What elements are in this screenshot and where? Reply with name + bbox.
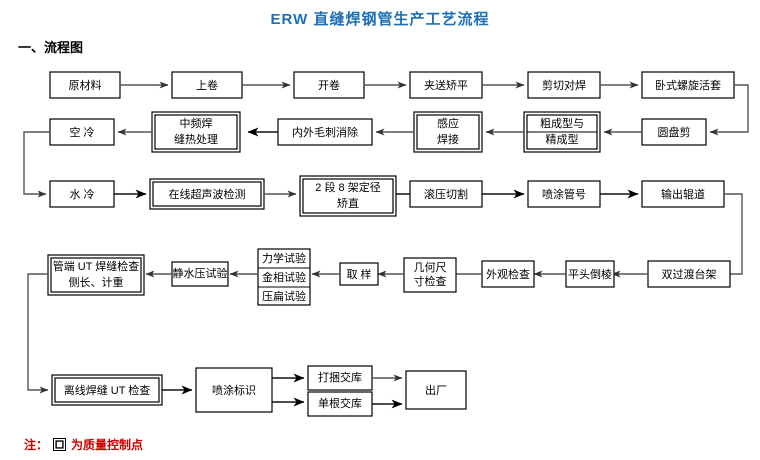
legend-prefix: 注： <box>24 438 49 452</box>
node-n14[interactable]: 在线超声波检测 <box>149 178 265 210</box>
node-n19[interactable]: 双过渡台架 <box>647 260 731 288</box>
node-n1[interactable]: 原材料 <box>49 71 121 99</box>
node-label: 取 样 <box>346 267 371 281</box>
node-n29[interactable]: 打捆交库 <box>307 365 373 391</box>
node-label: 打捆交库 <box>318 370 362 384</box>
node-n15[interactable]: 2 段 8 架定径 矫直 <box>299 175 397 217</box>
node-n6[interactable]: 卧式螺旋活套 <box>641 71 735 99</box>
node-label-line2: 侧长、计重 <box>69 275 124 289</box>
node-label: 内外毛刺消除 <box>292 125 358 139</box>
node-label: 原材料 <box>69 78 102 92</box>
node-label-line1: 管端 UT 焊缝检查 <box>53 259 140 273</box>
node-n31[interactable]: 出厂 <box>405 370 467 410</box>
legend-suffix: 为质量控制点 <box>71 438 144 452</box>
quality-control-symbol-icon <box>53 438 67 451</box>
node-n16[interactable]: 滚压切割 <box>409 180 483 208</box>
node-label: 水 冷 <box>69 188 94 201</box>
edge-n12-n13 <box>23 131 50 198</box>
node-n5[interactable]: 剪切对焊 <box>527 71 601 99</box>
node-label: 开卷 <box>318 78 340 92</box>
node-label-line1: 中频焊 <box>180 116 213 130</box>
node-n4[interactable]: 夹送矫平 <box>409 71 483 99</box>
node-cell-1: 金相试验 <box>262 270 306 284</box>
node-n23[interactable]: 取 样 <box>339 262 379 286</box>
node-label: 出厂 <box>425 383 447 397</box>
node-label: 喷涂管号 <box>542 187 586 201</box>
edge-n26-n27 <box>27 273 49 394</box>
node-label-line1: 几何尺 <box>414 261 447 274</box>
node-n22[interactable]: 几何尺 寸检查 <box>403 257 457 293</box>
node-label: 在线超声波检测 <box>169 187 246 201</box>
section-heading: 一、流程图 <box>18 40 84 55</box>
node-label-line1: 粗成型与 <box>540 116 584 130</box>
node-label-line2: 矫直 <box>337 196 359 210</box>
node-n3[interactable]: 开卷 <box>293 71 365 99</box>
node-cell-2: 压扁试验 <box>262 289 306 303</box>
node-n24[interactable]: 力学试验 金相试验 压扁试验 <box>257 248 311 306</box>
node-label-line2: 寸检查 <box>414 274 447 288</box>
node-label: 空 冷 <box>69 125 94 139</box>
edge-n6-n7 <box>709 84 749 136</box>
node-n18[interactable]: 输出辊道 <box>641 180 725 208</box>
node-label: 离线焊缝 UT 检查 <box>64 383 151 397</box>
node-n10[interactable]: 内外毛刺消除 <box>277 118 373 146</box>
node-label: 单根交库 <box>318 396 362 410</box>
node-label: 卧式螺旋活套 <box>655 78 721 92</box>
node-n28[interactable]: 喷涂标识 <box>195 367 273 413</box>
node-label: 上卷 <box>196 78 218 92</box>
node-label-line2: 焊接 <box>437 132 459 146</box>
legend-note: 注： 为质量控制点 <box>24 436 143 453</box>
node-n20[interactable]: 平头倒棱 <box>565 260 615 288</box>
node-label-line1: 感应 <box>437 116 459 130</box>
node-label: 平头倒棱 <box>568 268 612 281</box>
node-label: 剪切对焊 <box>542 78 586 92</box>
node-label-line1: 2 段 8 架定径 <box>315 180 380 194</box>
node-label-line2: 精成型 <box>546 132 579 146</box>
node-n21[interactable]: 外观检查 <box>481 260 535 288</box>
node-n25[interactable]: 静水压试验 <box>171 261 229 287</box>
node-n12[interactable]: 空 冷 <box>49 118 115 146</box>
node-label: 圆盘剪 <box>658 125 691 139</box>
node-label: 输出辊道 <box>661 187 705 201</box>
node-n8[interactable]: 粗成型与 精成型 <box>523 111 601 153</box>
node-n13[interactable]: 水 冷 <box>49 180 115 208</box>
node-label: 夹送矫平 <box>424 78 468 92</box>
node-n30[interactable]: 单根交库 <box>307 391 373 417</box>
node-label-line2: 缝热处理 <box>174 132 218 146</box>
node-n9[interactable]: 感应 焊接 <box>413 111 483 153</box>
node-label: 外观检查 <box>486 267 530 281</box>
node-n2[interactable]: 上卷 <box>171 71 243 99</box>
node-label: 双过渡台架 <box>662 267 717 281</box>
node-label: 静水压试验 <box>173 266 228 280</box>
node-cell-0: 力学试验 <box>262 251 306 265</box>
node-n11[interactable]: 中频焊 缝热处理 <box>151 111 241 153</box>
node-label: 滚压切割 <box>424 187 468 201</box>
node-n17[interactable]: 喷涂管号 <box>527 180 601 208</box>
page-title: ERW 直缝焊钢管生产工艺流程 <box>270 11 490 28</box>
node-n27[interactable]: 离线焊缝 UT 检查 <box>51 374 163 406</box>
node-n7[interactable]: 圆盘剪 <box>641 118 707 146</box>
node-n26[interactable]: 管端 UT 焊缝检查 侧长、计重 <box>47 254 145 296</box>
node-label: 喷涂标识 <box>212 383 256 397</box>
